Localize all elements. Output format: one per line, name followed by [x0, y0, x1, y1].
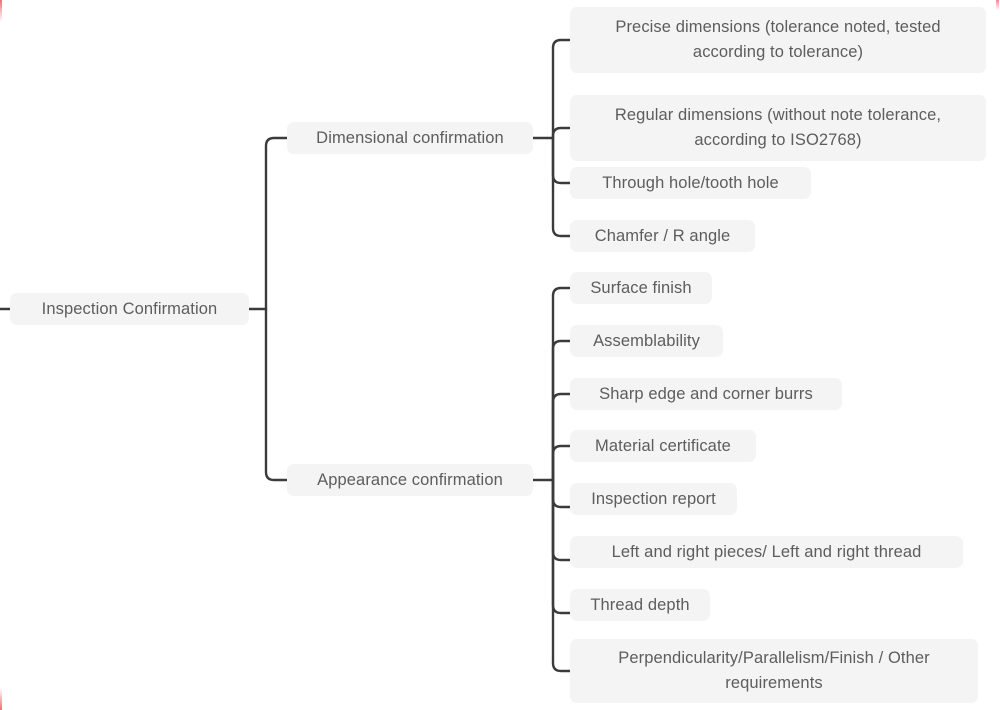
edge-root-to-dimensional: [264, 136, 290, 311]
edge-appearance-leaf-6: [551, 478, 572, 562]
node-material-certificate[interactable]: Material certificate: [570, 430, 756, 462]
node-left-and-right-pieces-thread[interactable]: Left and right pieces/ Left and right th…: [570, 536, 963, 568]
edge-root-to-appearance: [264, 307, 290, 482]
edge-appearance-leaf-8: [551, 478, 572, 673]
edge-marker-top-left: [0, 0, 2, 22]
edge-dimensional-leaf-1: [551, 38, 572, 140]
node-through-hole-tooth-hole[interactable]: Through hole/tooth hole: [570, 167, 811, 199]
node-perpendicularity-parallelism-finish[interactable]: Perpendicularity/Parallelism/Finish / Ot…: [570, 639, 978, 703]
node-chamfer-r-angle[interactable]: Chamfer / R angle: [570, 220, 755, 252]
node-thread-depth[interactable]: Thread depth: [570, 589, 710, 621]
node-dimensional-confirmation[interactable]: Dimensional confirmation: [287, 122, 533, 154]
edge-appearance-leaf-5: [551, 478, 572, 509]
node-assemblability[interactable]: Assemblability: [570, 325, 723, 357]
edge-appearance-leaf-4: [551, 444, 572, 482]
node-precise-dimensions[interactable]: Precise dimensions (tolerance noted, tes…: [570, 7, 986, 73]
node-root[interactable]: Inspection Confirmation: [10, 293, 249, 325]
edge-dimensional-leaf-2: [551, 126, 572, 140]
edge-dimensional-leaf-4: [551, 136, 572, 238]
edge-appearance-leaf-2: [551, 339, 572, 482]
node-sharp-edge-and-corner-burrs[interactable]: Sharp edge and corner burrs: [570, 378, 842, 410]
node-appearance-confirmation[interactable]: Appearance confirmation: [287, 464, 533, 496]
node-inspection-report[interactable]: Inspection report: [570, 483, 737, 515]
edge-marker-bottom-left: [0, 688, 2, 710]
edge-marker-top-right: [996, 0, 999, 10]
node-surface-finish[interactable]: Surface finish: [570, 272, 712, 304]
node-regular-dimensions[interactable]: Regular dimensions (without note toleran…: [570, 95, 986, 161]
edge-dimensional-leaf-3: [551, 136, 572, 185]
edge-appearance-leaf-1: [551, 286, 572, 482]
edge-appearance-leaf-3: [551, 392, 572, 482]
edge-appearance-leaf-7: [551, 478, 572, 615]
